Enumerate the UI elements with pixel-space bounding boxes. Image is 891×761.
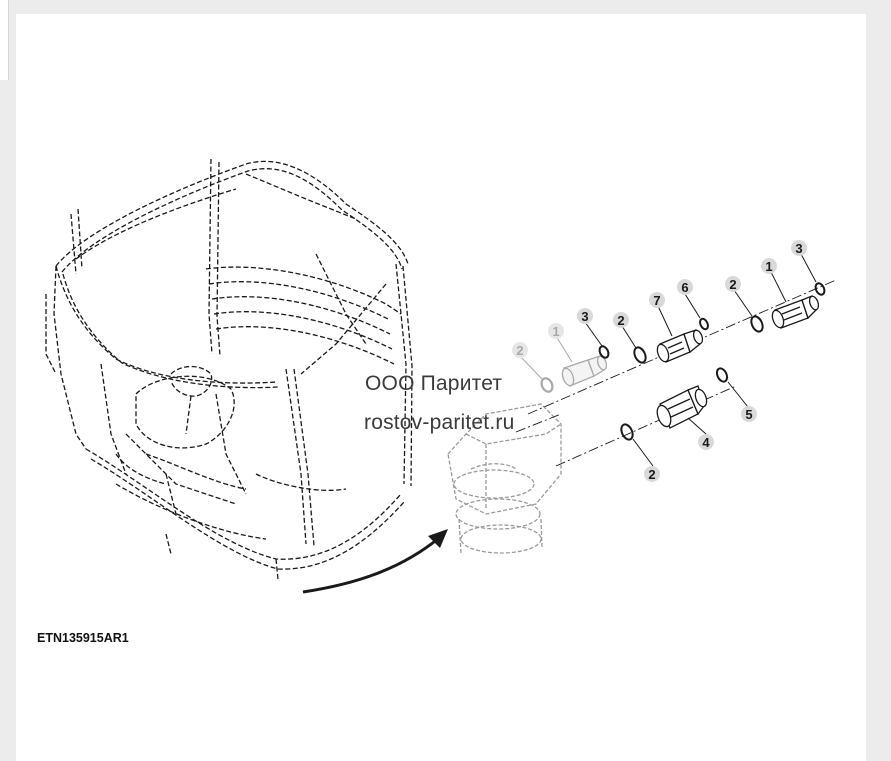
callout-3: 3 xyxy=(791,240,807,256)
cab-frame xyxy=(45,158,413,580)
o-ring-2b xyxy=(633,346,647,364)
diagram-panel: 2 1 3 2 7 6 2 1 xyxy=(16,14,866,761)
exploded-parts-drawing: 2 1 3 2 7 6 2 1 xyxy=(45,158,837,594)
callout-3: 3 xyxy=(577,308,593,324)
callout-6: 6 xyxy=(677,279,693,295)
watermark-url: rostov-paritet.ru xyxy=(364,411,515,434)
valve-block xyxy=(447,403,562,555)
callout-label: 3 xyxy=(795,241,802,256)
callout-label: 7 xyxy=(653,293,660,308)
callout-1: 1 xyxy=(761,258,777,274)
callout-2: 2 xyxy=(644,466,660,482)
callout-7: 7 xyxy=(649,292,665,308)
callout-2-faded: 2 xyxy=(512,342,528,358)
o-ring-3b xyxy=(814,282,826,296)
callout-label: 6 xyxy=(681,280,688,295)
callout-label: 4 xyxy=(702,435,710,450)
watermark-company: ООО Паритет xyxy=(365,372,503,395)
o-ring-faded-1 xyxy=(540,377,554,393)
fitting-1-faded xyxy=(561,355,608,387)
callout-label: 5 xyxy=(745,407,752,422)
side-tab xyxy=(0,0,9,80)
callout-5: 5 xyxy=(741,406,757,422)
callout-label: 2 xyxy=(516,343,523,358)
fitting-1 xyxy=(771,295,820,329)
o-ring-2d xyxy=(620,423,634,441)
callout-label: 1 xyxy=(765,259,772,274)
callout-1-faded: 1 xyxy=(548,323,564,339)
callout-2: 2 xyxy=(725,276,741,292)
callout-label: 2 xyxy=(648,467,655,482)
callout-label: 2 xyxy=(617,313,624,328)
fitting-4 xyxy=(656,385,708,429)
callout-4: 4 xyxy=(698,434,714,450)
callout-label: 2 xyxy=(729,277,736,292)
figure-id-label: ETN135915AR1 xyxy=(37,631,129,645)
callout-label: 3 xyxy=(581,309,588,324)
o-ring-3a xyxy=(598,345,610,359)
callout-label: 1 xyxy=(552,324,559,339)
leader-lines xyxy=(519,253,817,467)
o-ring-5 xyxy=(715,367,729,383)
location-arrow xyxy=(302,529,448,594)
callout-2: 2 xyxy=(613,312,629,328)
o-ring-6 xyxy=(699,317,709,331)
fitting-7 xyxy=(656,329,704,363)
o-ring-2c xyxy=(750,315,764,333)
